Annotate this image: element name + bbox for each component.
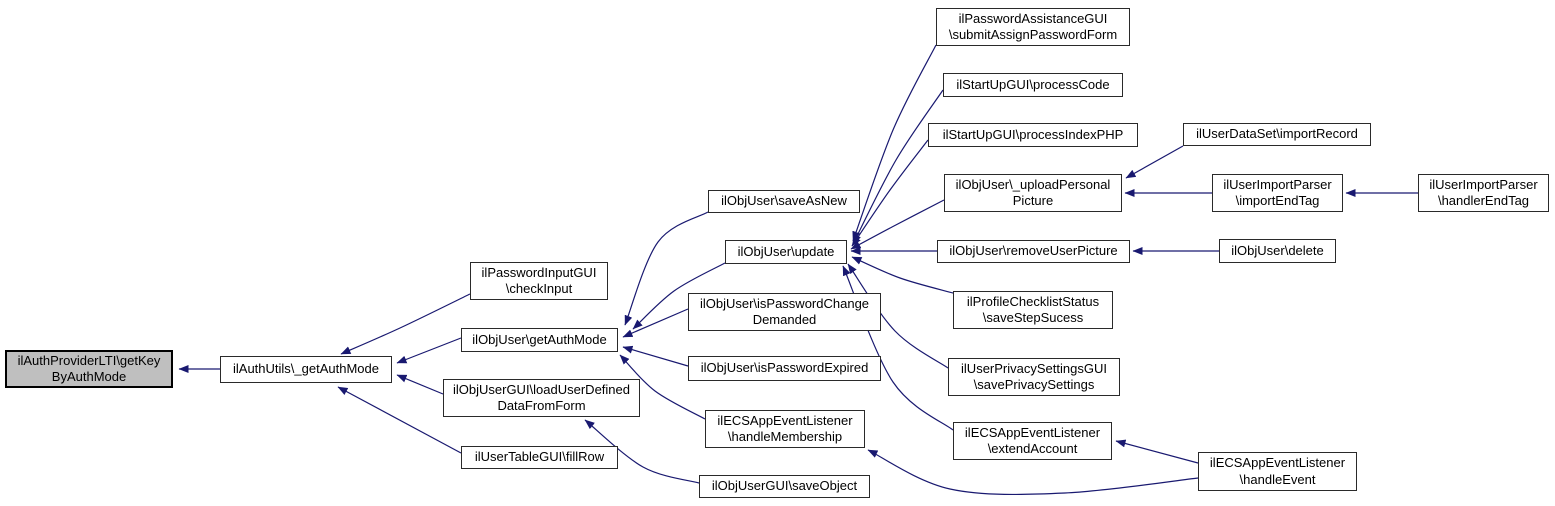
node-label-line: ilUserPrivacySettingsGUI bbox=[961, 360, 1107, 376]
node-usertablegui-fillrow[interactable]: ilUserTableGUI\fillRow bbox=[461, 446, 618, 469]
edge-objusergui-saveobject-to-objusergui-loaduserdefineddatafromform bbox=[584, 419, 700, 484]
node-label-line: DataFromForm bbox=[497, 398, 586, 413]
edge-startupgui-processcode-to-objuser-update bbox=[852, 89, 944, 245]
node-label-line: Picture bbox=[1012, 193, 1054, 208]
node-label-line: ilUserImportParser bbox=[1223, 176, 1332, 192]
edge-objuser-ispasswordexpired-to-objuser-getauthmode bbox=[622, 345, 689, 367]
node-ecsappeventlistener-handlemembership[interactable]: ilECSAppEventListener\handleMembership bbox=[705, 410, 865, 448]
edge-objusergui-loaduserdefineddatafromform-to-authutils-getauthmode bbox=[396, 374, 444, 395]
node-userprivacysettingsgui-saveprivacysettings[interactable]: ilUserPrivacySettingsGUI\savePrivacySett… bbox=[948, 358, 1120, 396]
node-userimportparser-importendtag[interactable]: ilUserImportParser\importEndTag bbox=[1212, 174, 1343, 212]
node-passwordassistancegui-submitassignpasswordform[interactable]: ilPasswordAssistanceGUI\submitAssignPass… bbox=[936, 8, 1130, 46]
node-label-line: \importEndTag bbox=[1235, 193, 1320, 208]
node-ecsappeventlistener-extendaccount[interactable]: ilECSAppEventListener\extendAccount bbox=[953, 422, 1112, 460]
edge-ecsappeventlistener-handleevent-to-ecsappeventlistener-extendaccount bbox=[1115, 439, 1199, 464]
edge-objuser-ispasswordchangedemanded-to-objuser-getauthmode bbox=[622, 308, 689, 338]
node-label-line: \handleEvent bbox=[1239, 471, 1316, 487]
node-label-line: ilECSAppEventListener bbox=[1209, 455, 1346, 471]
node-label-line: ilECSAppEventListener bbox=[717, 412, 853, 428]
node-label-line: ilObjUser\removeUserPicture bbox=[949, 243, 1118, 259]
node-objuser-removeuserpicture[interactable]: ilObjUser\removeUserPicture bbox=[937, 240, 1130, 263]
node-label-line: ilAuthProviderLTI\getKey bbox=[17, 352, 161, 368]
node-label-line: ilObjUser\update bbox=[737, 243, 835, 259]
node-label-line: ilUserDataSet\importRecord bbox=[1196, 126, 1358, 142]
node-label-line: ilPasswordAssistanceGUI bbox=[958, 10, 1108, 26]
node-label-line: ilProfileChecklistStatus bbox=[966, 293, 1100, 309]
edge-objuser-saveasnew-to-objuser-getauthmode bbox=[624, 211, 709, 326]
edge-objuser-uploadpersonalpicture-to-objuser-update bbox=[850, 199, 945, 250]
node-label-line: ilECSAppEventListener bbox=[964, 424, 1101, 440]
node-label-line: ilObjUser\delete bbox=[1231, 242, 1324, 258]
node-label-line: \submitAssignPasswordForm bbox=[948, 27, 1118, 42]
node-label-line: \extendAccount bbox=[987, 441, 1078, 456]
node-label-line: ilAuthUtils\_getAuthMode bbox=[233, 361, 379, 377]
edge-ecsappeventlistener-extendaccount-to-objuser-update bbox=[842, 265, 954, 431]
node-passwordinputgui-checkinput[interactable]: ilPasswordInputGUI\checkInput bbox=[470, 262, 608, 300]
edge-passwordassistancegui-submitassignpasswordform-to-objuser-update bbox=[852, 44, 937, 242]
edge-ecsappeventlistener-handleevent-to-ecsappeventlistener-handlemembership bbox=[867, 449, 1199, 496]
node-label-line: ilObjUser\isPasswordChange bbox=[699, 295, 870, 311]
node-label-line: ByAuthMode bbox=[51, 369, 127, 384]
node-label-line: ilObjUserGUI\loadUserDefined bbox=[452, 381, 630, 397]
node-authutils-getauthmode[interactable]: ilAuthUtils\_getAuthMode bbox=[220, 356, 392, 383]
edge-profilecheckliststatus-savestepsucess-to-objuser-update bbox=[851, 256, 954, 294]
node-label-line: \checkInput bbox=[505, 281, 573, 296]
edge-userprivacysettingsgui-saveprivacysettings-to-objuser-update bbox=[847, 263, 949, 369]
edge-startupgui-processindexphp-to-objuser-update bbox=[851, 139, 929, 247]
node-userdataset-importrecord[interactable]: ilUserDataSet\importRecord bbox=[1183, 123, 1371, 146]
node-label-line: ilStartUpGUI\processIndexPHP bbox=[942, 126, 1124, 142]
edge-usertablegui-fillrow-to-authutils-getauthmode bbox=[337, 386, 462, 454]
node-label-line: ilObjUser\getAuthMode bbox=[472, 331, 607, 347]
node-label-line: ilObjUser\_uploadPersonal bbox=[955, 176, 1111, 192]
node-objuser-update[interactable]: ilObjUser\update bbox=[725, 240, 847, 264]
node-label-line: ilStartUpGUI\processCode bbox=[956, 76, 1110, 92]
node-label-line: ilObjUser\isPasswordExpired bbox=[700, 360, 869, 376]
node-label-line: ilPasswordInputGUI bbox=[481, 264, 597, 280]
node-userimportparser-handlerendtag[interactable]: ilUserImportParser\handlerEndTag bbox=[1418, 174, 1549, 212]
node-label-line: \handlerEndTag bbox=[1437, 193, 1530, 208]
node-label-line: ilObjUser\saveAsNew bbox=[721, 193, 847, 209]
node-label-line: Demanded bbox=[752, 312, 817, 327]
node-objusergui-saveobject[interactable]: ilObjUserGUI\saveObject bbox=[699, 475, 870, 498]
node-label-line: \saveStepSucess bbox=[982, 310, 1084, 325]
node-label-line: \handleMembership bbox=[727, 429, 843, 444]
node-profilecheckliststatus-savestepsucess[interactable]: ilProfileChecklistStatus\saveStepSucess bbox=[953, 291, 1113, 329]
node-label-line: ilUserTableGUI\fillRow bbox=[474, 449, 605, 465]
edge-passwordinputgui-checkinput-to-authutils-getauthmode bbox=[340, 293, 471, 355]
node-ecsappeventlistener-handleevent[interactable]: ilECSAppEventListener\handleEvent bbox=[1198, 452, 1357, 491]
node-startupgui-processcode[interactable]: ilStartUpGUI\processCode bbox=[943, 73, 1123, 97]
node-label-line: \savePrivacySettings bbox=[973, 377, 1095, 392]
node-objuser-saveasnew[interactable]: ilObjUser\saveAsNew bbox=[708, 190, 860, 213]
node-objuser-delete[interactable]: ilObjUser\delete bbox=[1219, 239, 1336, 263]
node-objuser-ispasswordexpired[interactable]: ilObjUser\isPasswordExpired bbox=[688, 356, 881, 381]
edge-ecsappeventlistener-handlemembership-to-objuser-getauthmode bbox=[619, 354, 706, 420]
node-label-line: ilObjUserGUI\saveObject bbox=[711, 478, 858, 494]
node-startupgui-processindexphp[interactable]: ilStartUpGUI\processIndexPHP bbox=[928, 123, 1138, 147]
edge-userdataset-importrecord-to-objuser-uploadpersonalpicture bbox=[1125, 145, 1184, 179]
edge-objuser-update-to-objuser-getauthmode bbox=[632, 262, 726, 330]
edge-objuser-getauthmode-to-authutils-getauthmode bbox=[396, 337, 462, 364]
node-label-line: ilUserImportParser bbox=[1429, 176, 1538, 192]
node-objuser-getauthmode[interactable]: ilObjUser\getAuthMode bbox=[461, 328, 618, 352]
